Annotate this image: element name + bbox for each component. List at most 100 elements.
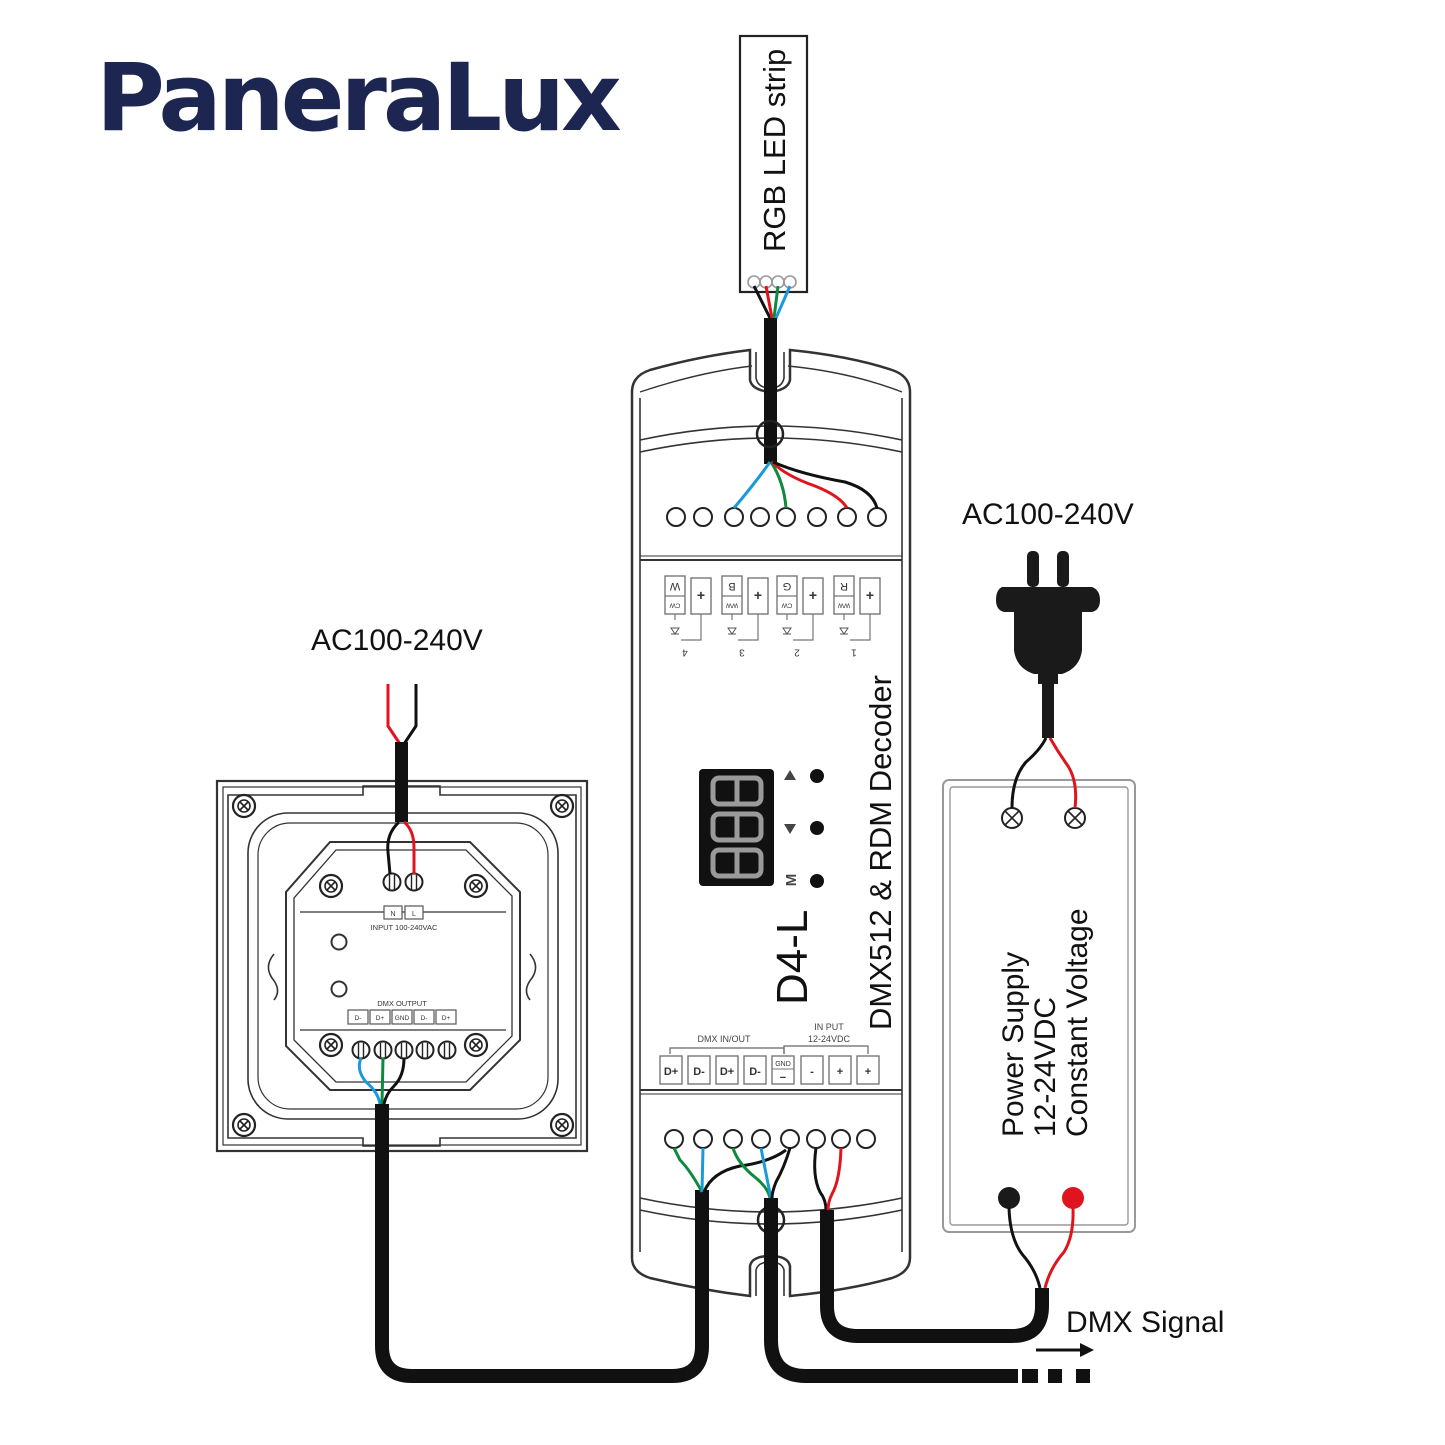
brand-logo: PaneraLux bbox=[96, 44, 622, 153]
channel-sub-label: CW bbox=[669, 601, 681, 608]
mode-button-label: M bbox=[783, 874, 800, 887]
decoder-buttons[interactable]: M bbox=[783, 769, 824, 888]
wall-panel-output-terminals bbox=[351, 1040, 457, 1060]
wall-panel-output-1: D- bbox=[347, 1009, 369, 1025]
channel-plus-label: + bbox=[697, 587, 705, 603]
signal-arrow-icon bbox=[1080, 1343, 1094, 1357]
dmx-signal-out-cable bbox=[731, 1147, 1094, 1383]
svg-text:+: + bbox=[865, 1066, 871, 1078]
dmx-signal-label: DMX Signal bbox=[1066, 1306, 1225, 1339]
channel-sub-label: WW bbox=[837, 601, 850, 608]
wall-panel-input-N: N bbox=[383, 905, 403, 920]
wall-panel-ac-cable bbox=[386, 684, 418, 875]
output-channel-3: BWW+3 bbox=[721, 575, 769, 657]
power-supply-label: Power Supply 12-24VDC Constant Voltage bbox=[997, 908, 1094, 1137]
led-cable bbox=[732, 318, 879, 509]
decoder-top-terminals bbox=[666, 507, 887, 527]
input-label-line1: IN PUT bbox=[814, 1022, 844, 1032]
dmx-cable-panel-to-decoder bbox=[357, 1057, 787, 1383]
led-diode-icon bbox=[670, 627, 680, 635]
channel-number: 4 bbox=[682, 646, 688, 657]
svg-text:D-: D- bbox=[355, 1015, 362, 1022]
terminal-block-8: + bbox=[856, 1055, 880, 1085]
svg-text:D-: D- bbox=[749, 1066, 761, 1078]
svg-text:−: − bbox=[780, 1072, 786, 1084]
wall-panel-input-terminals bbox=[382, 872, 424, 892]
channel-sub-label: WW bbox=[725, 601, 738, 608]
power-supply-box bbox=[942, 779, 1136, 1233]
output-channel-1: R WW +1 bbox=[833, 575, 881, 657]
dmx-in-out-label: DMX IN/OUT bbox=[698, 1034, 752, 1044]
wall-panel-input-L: L bbox=[404, 905, 424, 920]
display-digit bbox=[710, 847, 764, 879]
svg-text:D-: D- bbox=[693, 1066, 705, 1078]
terminal-block-1: D+ bbox=[659, 1055, 683, 1085]
bottom-terminal-group-labels: DMX IN/OUT IN PUT 12-24VDC bbox=[669, 1022, 869, 1054]
led-diode-icon bbox=[839, 627, 849, 635]
led-diode-icon bbox=[782, 627, 792, 635]
terminal-block-3: D+ bbox=[715, 1055, 739, 1085]
led-diode-icon bbox=[727, 627, 737, 635]
wall-panel-output-2: D+ bbox=[369, 1009, 391, 1025]
down-arrow-icon bbox=[784, 824, 796, 834]
terminal-block-4: D- bbox=[743, 1055, 767, 1085]
terminal-block-6: - bbox=[800, 1055, 824, 1085]
power-supply-line2: 12-24VDC bbox=[1029, 996, 1062, 1137]
svg-text:+: + bbox=[837, 1066, 843, 1078]
mode-button[interactable] bbox=[810, 874, 824, 888]
decoder-bottom-terminal-blocks: D+ D- D+ D- GND − - + + bbox=[659, 1055, 880, 1085]
svg-text:D+: D+ bbox=[720, 1066, 734, 1078]
channel-number: 2 bbox=[794, 646, 800, 657]
svg-text:D+: D+ bbox=[376, 1015, 385, 1022]
terminal-block-5: GND − bbox=[771, 1055, 795, 1085]
decoder-display bbox=[699, 769, 774, 886]
mains-voltage-label-right: AC100-240V bbox=[962, 498, 1134, 531]
display-digit bbox=[710, 775, 764, 807]
up-arrow-icon bbox=[784, 770, 796, 780]
wall-panel bbox=[215, 779, 589, 1153]
dash-1 bbox=[1022, 1369, 1038, 1383]
svg-text:-: - bbox=[810, 1066, 814, 1078]
output-channel-2: GCW+2 bbox=[776, 575, 824, 657]
ac-terminals bbox=[1001, 807, 1086, 829]
up-button[interactable] bbox=[810, 769, 824, 783]
led-strip-label: RGB LED strip bbox=[757, 48, 792, 252]
ac-wire-black bbox=[1010, 737, 1048, 809]
channel-color-label: B bbox=[728, 580, 735, 592]
ac-wire-red bbox=[1048, 737, 1078, 809]
dc-positive-terminal bbox=[1062, 1187, 1084, 1209]
channel-number: 1 bbox=[851, 646, 857, 657]
power-plug-icon bbox=[996, 551, 1100, 738]
channel-plus-label: + bbox=[754, 587, 762, 603]
dash-3 bbox=[1076, 1369, 1090, 1383]
output-channel-4: WCW+4 bbox=[664, 575, 712, 657]
power-supply-line1: Power Supply bbox=[997, 951, 1030, 1137]
wall-panel-output-4: D- bbox=[413, 1009, 435, 1025]
svg-text:N: N bbox=[390, 911, 395, 918]
wall-panel-output-5: D+ bbox=[435, 1009, 457, 1025]
decoder-bottom-terminals bbox=[664, 1129, 876, 1149]
channel-plus-label: + bbox=[866, 587, 874, 603]
mains-voltage-label-left: AC100-240V bbox=[311, 624, 483, 657]
power-supply-line3: Constant Voltage bbox=[1061, 908, 1094, 1137]
dash-2 bbox=[1048, 1369, 1062, 1383]
decoder-housing bbox=[630, 348, 912, 1298]
terminal-block-7: + bbox=[828, 1055, 852, 1085]
led-strip bbox=[738, 34, 809, 319]
svg-text:GND: GND bbox=[775, 1061, 791, 1068]
down-button[interactable] bbox=[810, 821, 824, 835]
wall-panel-screws bbox=[231, 793, 575, 1138]
decoder-model: D4-L bbox=[768, 909, 817, 1005]
wall-panel-output-label: DMX OUTPUT bbox=[377, 999, 427, 1008]
svg-text:D+: D+ bbox=[442, 1015, 451, 1022]
dc-power-cable bbox=[813, 1147, 1075, 1343]
channel-color-label: R bbox=[840, 580, 848, 592]
svg-text:D+: D+ bbox=[664, 1066, 678, 1078]
channel-plus-label: + bbox=[809, 587, 817, 603]
decoder-title: DMX512 & RDM Decoder bbox=[863, 675, 898, 1030]
wall-panel-input-label: INPUT 100-240VAC bbox=[371, 923, 438, 932]
